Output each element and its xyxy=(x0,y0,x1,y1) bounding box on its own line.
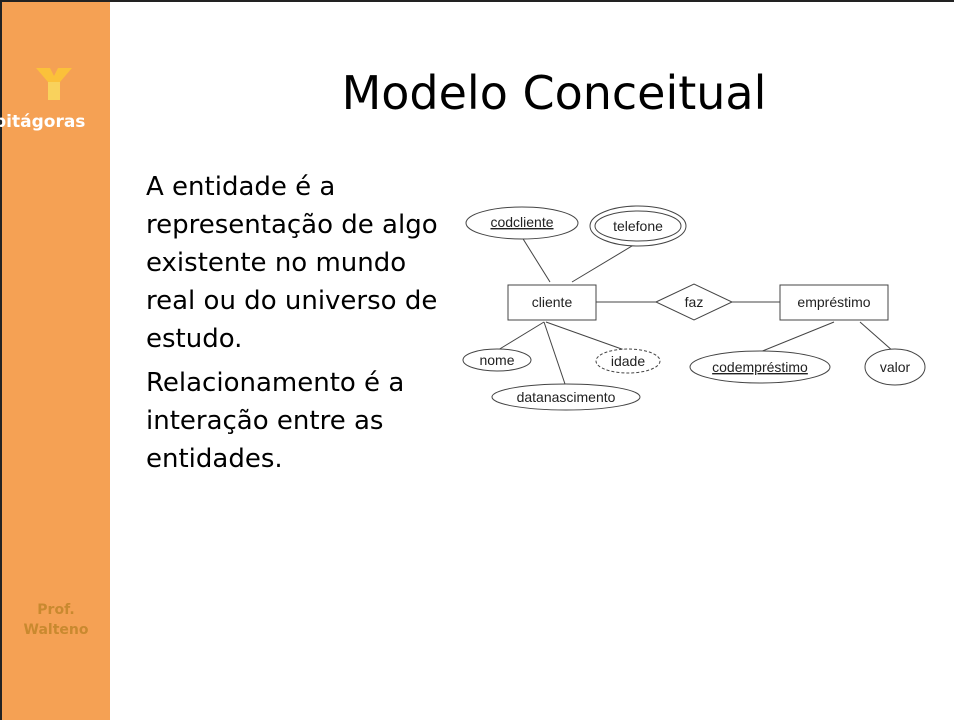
entity-emprestimo-label: empréstimo xyxy=(797,294,870,310)
author-name: Walteno xyxy=(23,622,89,638)
attribute-datanascimento-label: datanascimento xyxy=(517,389,616,405)
connector-lines xyxy=(497,233,895,385)
attribute-codemprestimo-label: codempréstimo xyxy=(712,359,808,375)
attribute-valor-label: valor xyxy=(880,359,911,375)
entity-cliente xyxy=(507,284,597,321)
body-text: A entidade é a representação de algo exi… xyxy=(146,168,456,484)
attribute-codcliente-label: codcliente xyxy=(490,214,553,230)
slide-title: Modelo Conceitual xyxy=(341,66,767,120)
attribute-idade xyxy=(595,348,661,374)
entity-cliente-label: cliente xyxy=(532,294,573,310)
relationship-faz-label: faz xyxy=(685,294,704,310)
pitagoras-logo-icon xyxy=(36,68,72,100)
author-label: Prof. Walteno xyxy=(2,600,110,640)
attribute-idade-label: idade xyxy=(611,353,645,369)
attribute-datanascimento xyxy=(491,383,641,411)
entity-emprestimo xyxy=(779,284,889,321)
attribute-valor xyxy=(864,348,926,386)
relationship-faz xyxy=(654,283,734,321)
attribute-codcliente xyxy=(465,206,579,240)
attribute-nome xyxy=(462,348,532,372)
attribute-nome-label: nome xyxy=(479,352,514,368)
attribute-codemprestimo xyxy=(689,350,831,384)
brand-name: pitágoras xyxy=(0,112,86,132)
paragraph-entity: A entidade é a representação de algo exi… xyxy=(146,172,438,354)
attribute-telefone-label: telefone xyxy=(613,218,663,234)
attribute-telefone xyxy=(594,210,682,242)
paragraph-relationship: Relacionamento é a interação entre as en… xyxy=(146,368,405,474)
sidebar: pitágoras Prof. Walteno xyxy=(0,2,110,720)
er-diagram: cliente empréstimo faz codcliente telefo… xyxy=(462,205,926,411)
author-title: Prof. xyxy=(37,602,75,618)
